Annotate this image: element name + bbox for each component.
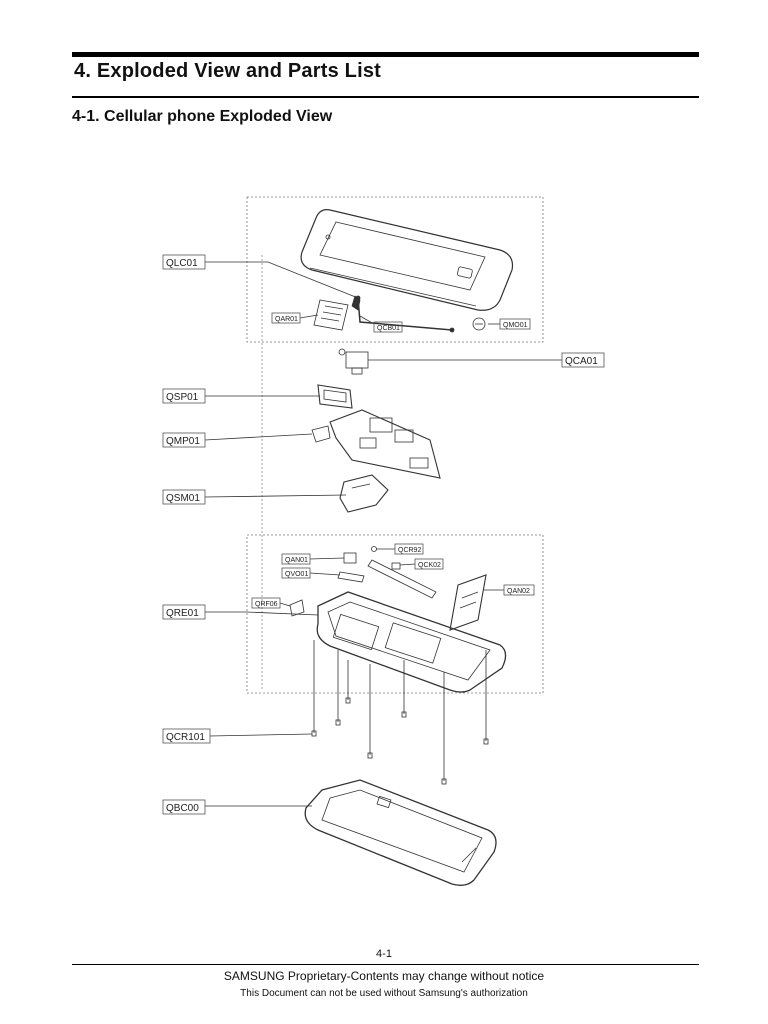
label-qlc01: QLC01 [166,258,198,269]
qvo01-part [337,571,365,583]
label-qmp01: QMP01 [166,436,200,447]
label-qcb01: QCB01 [377,325,400,332]
qre01-part [316,591,507,693]
label-qmo01: QMO01 [503,322,528,329]
subsection-title: 4-1. Cellular phone Exploded View [72,108,333,125]
label-qcr92: QCR92 [398,547,421,554]
qan02-part [449,574,487,631]
label-qsp01: QSP01 [166,392,199,403]
label-qcr101: QCR101 [166,732,205,743]
qar01-part [313,295,361,331]
header-rule-thick [72,52,699,57]
footer-notice: SAMSUNG Proprietary-Contents may change … [223,969,545,983]
qsp01-part [317,384,353,409]
label-qbc00: QBC00 [166,803,199,814]
header-rule-thin [72,96,699,98]
qcr101-screws [311,640,489,785]
section-title: 4. Exploded View and Parts List [74,60,382,82]
qmp01-part [311,409,441,479]
label-qck02: QCK02 [418,562,441,569]
label-qan01: QAN01 [285,557,308,564]
footer-authorization: This Document can not be used without Sa… [240,988,528,999]
lower-group-box [246,534,544,694]
label-qar01: QAR01 [275,316,298,323]
label-qre01: QRE01 [166,608,199,619]
qsm01-part [339,474,389,513]
qbc00-part [304,779,497,886]
label-qrf06: QRF06 [255,601,278,608]
upper-group-box [246,196,544,343]
phone-front-part [300,209,514,311]
qrf06-part [289,599,305,617]
label-qan02: QAN02 [507,588,530,595]
label-qca01: QCA01 [565,356,598,367]
qcb01-part [355,295,455,333]
label-qsm01: QSM01 [166,493,200,504]
page-number: 4-1 [376,948,392,960]
qan01-part [343,552,357,564]
qca01-part [338,348,369,375]
qmo01-part [472,317,486,331]
qck02-part [367,559,437,599]
label-qvo01: QVO01 [285,571,308,578]
footer-rule [72,964,699,965]
qcr92-part [371,546,377,552]
